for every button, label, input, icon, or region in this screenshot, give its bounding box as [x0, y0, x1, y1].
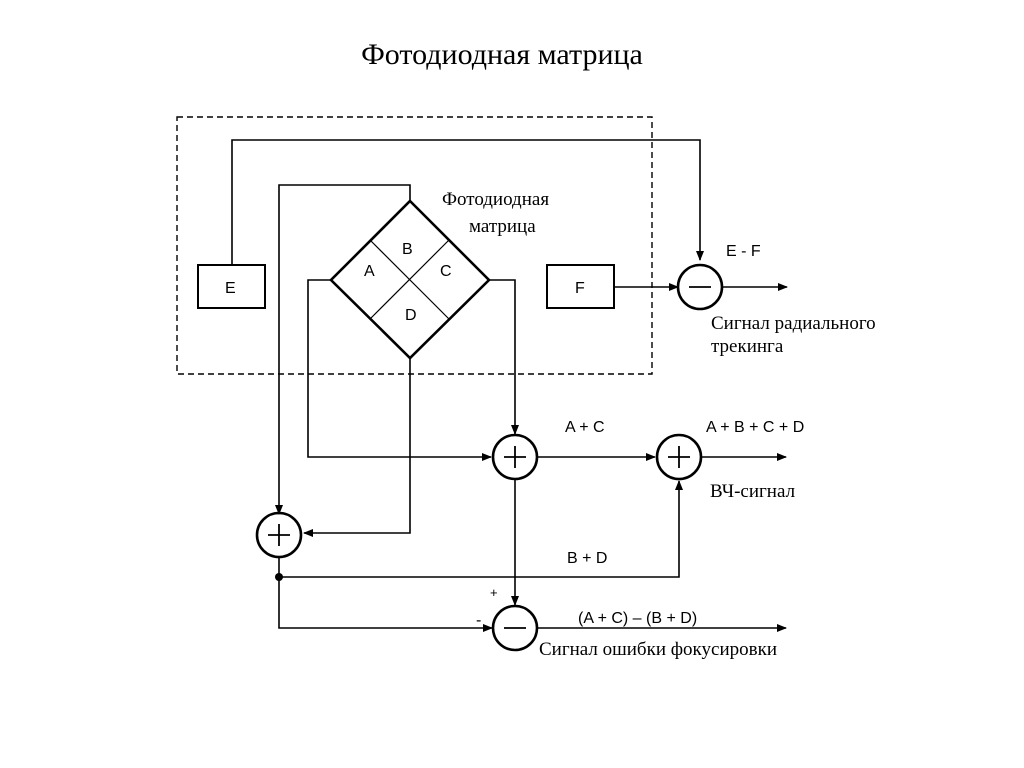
output-focus: Сигнал ошибки фокусировки: [539, 639, 777, 660]
label-a-plus-c: A + C: [565, 419, 605, 436]
label-b-plus-d: B + D: [567, 550, 607, 567]
box-f: [546, 264, 615, 309]
box-f-label: F: [575, 280, 585, 297]
output-radial-line1: Сигнал радиального: [711, 313, 876, 334]
sensor-enclosure: [176, 116, 653, 375]
output-radial-line2: трекинга: [711, 336, 784, 357]
sign-plus: +: [490, 585, 498, 600]
box-e-label: E: [225, 280, 236, 297]
junction-dot: [275, 573, 283, 581]
page-title: Фотодиодная матрица: [361, 38, 643, 71]
adder-a-c: [491, 433, 539, 481]
sign-minus: -: [476, 612, 481, 629]
label-e-minus-f: E - F: [726, 243, 761, 260]
adder-total: [655, 433, 703, 481]
label-sum-all: A + B + C + D: [706, 419, 804, 436]
adder-b-d: [255, 511, 303, 559]
sector-c-label: C: [440, 263, 452, 280]
matrix-label-line1: Фотодиодная: [442, 189, 549, 210]
matrix-label-line2: матрица: [469, 216, 536, 237]
output-rf: ВЧ-сигнал: [710, 481, 796, 502]
sector-a-label: A: [364, 263, 375, 280]
label-focus-expression: (A + C) – (B + D): [578, 610, 697, 627]
box-e: [197, 264, 266, 309]
photodiode-matrix: [329, 199, 491, 360]
sector-b-label: B: [402, 241, 413, 258]
sector-d-label: D: [405, 307, 417, 324]
subtractor-focus: [491, 604, 539, 652]
subtractor-e-f: [676, 263, 724, 311]
